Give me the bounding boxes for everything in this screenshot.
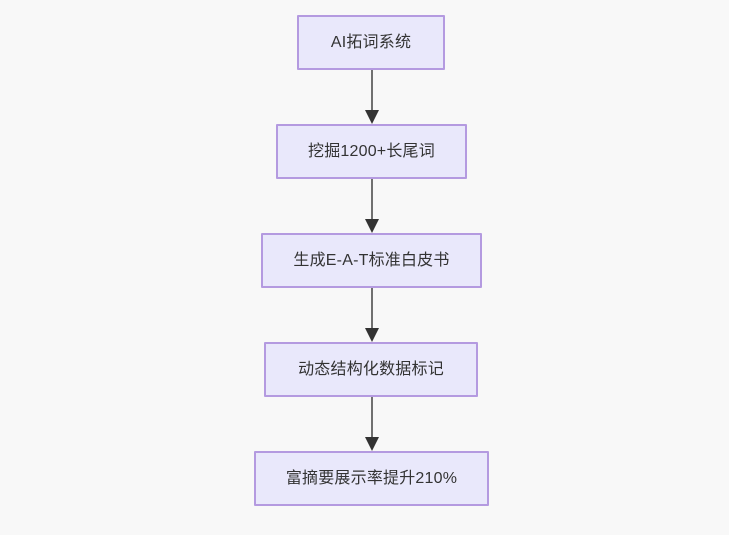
flow-node-dynamic-structured-data-markup[interactable]: 动态结构化数据标记 bbox=[264, 342, 478, 397]
flow-node-label: 挖掘1200+长尾词 bbox=[308, 142, 435, 160]
flow-node-label: 富摘要展示率提升210% bbox=[285, 469, 458, 487]
flow-node-mine-longtail-keywords[interactable]: 挖掘1200+长尾词 bbox=[276, 124, 467, 179]
flow-node-label: 动态结构化数据标记 bbox=[298, 360, 444, 378]
flow-node-generate-eat-whitepaper[interactable]: 生成E-A-T标准白皮书 bbox=[261, 233, 482, 288]
flow-edge-2-to-3 bbox=[360, 179, 384, 233]
flow-node-label: AI拓词系统 bbox=[330, 33, 412, 51]
flow-edge-1-to-2 bbox=[360, 70, 384, 124]
flow-node-ai-keyword-system[interactable]: AI拓词系统 bbox=[297, 15, 445, 70]
flow-node-rich-snippet-impression-uplift[interactable]: 富摘要展示率提升210% bbox=[254, 451, 489, 506]
flow-edge-3-to-4 bbox=[360, 288, 384, 342]
flow-edge-4-to-5 bbox=[360, 397, 384, 451]
flow-node-label: 生成E-A-T标准白皮书 bbox=[293, 251, 450, 269]
